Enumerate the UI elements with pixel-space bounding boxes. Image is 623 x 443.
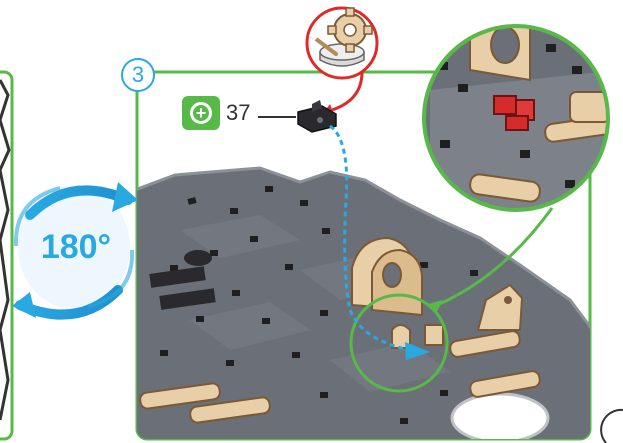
glue-tool-bubble: [307, 8, 377, 78]
part-quantity-label: 37: [226, 100, 250, 126]
previous-step-edge: [0, 72, 12, 439]
plus-in-circle-icon: +: [190, 102, 212, 124]
next-step-badge-edge: [601, 410, 623, 443]
add-part-badge: +: [182, 96, 220, 130]
rotation-label: 180°: [22, 228, 130, 267]
step-number-badge: 3: [121, 58, 155, 92]
